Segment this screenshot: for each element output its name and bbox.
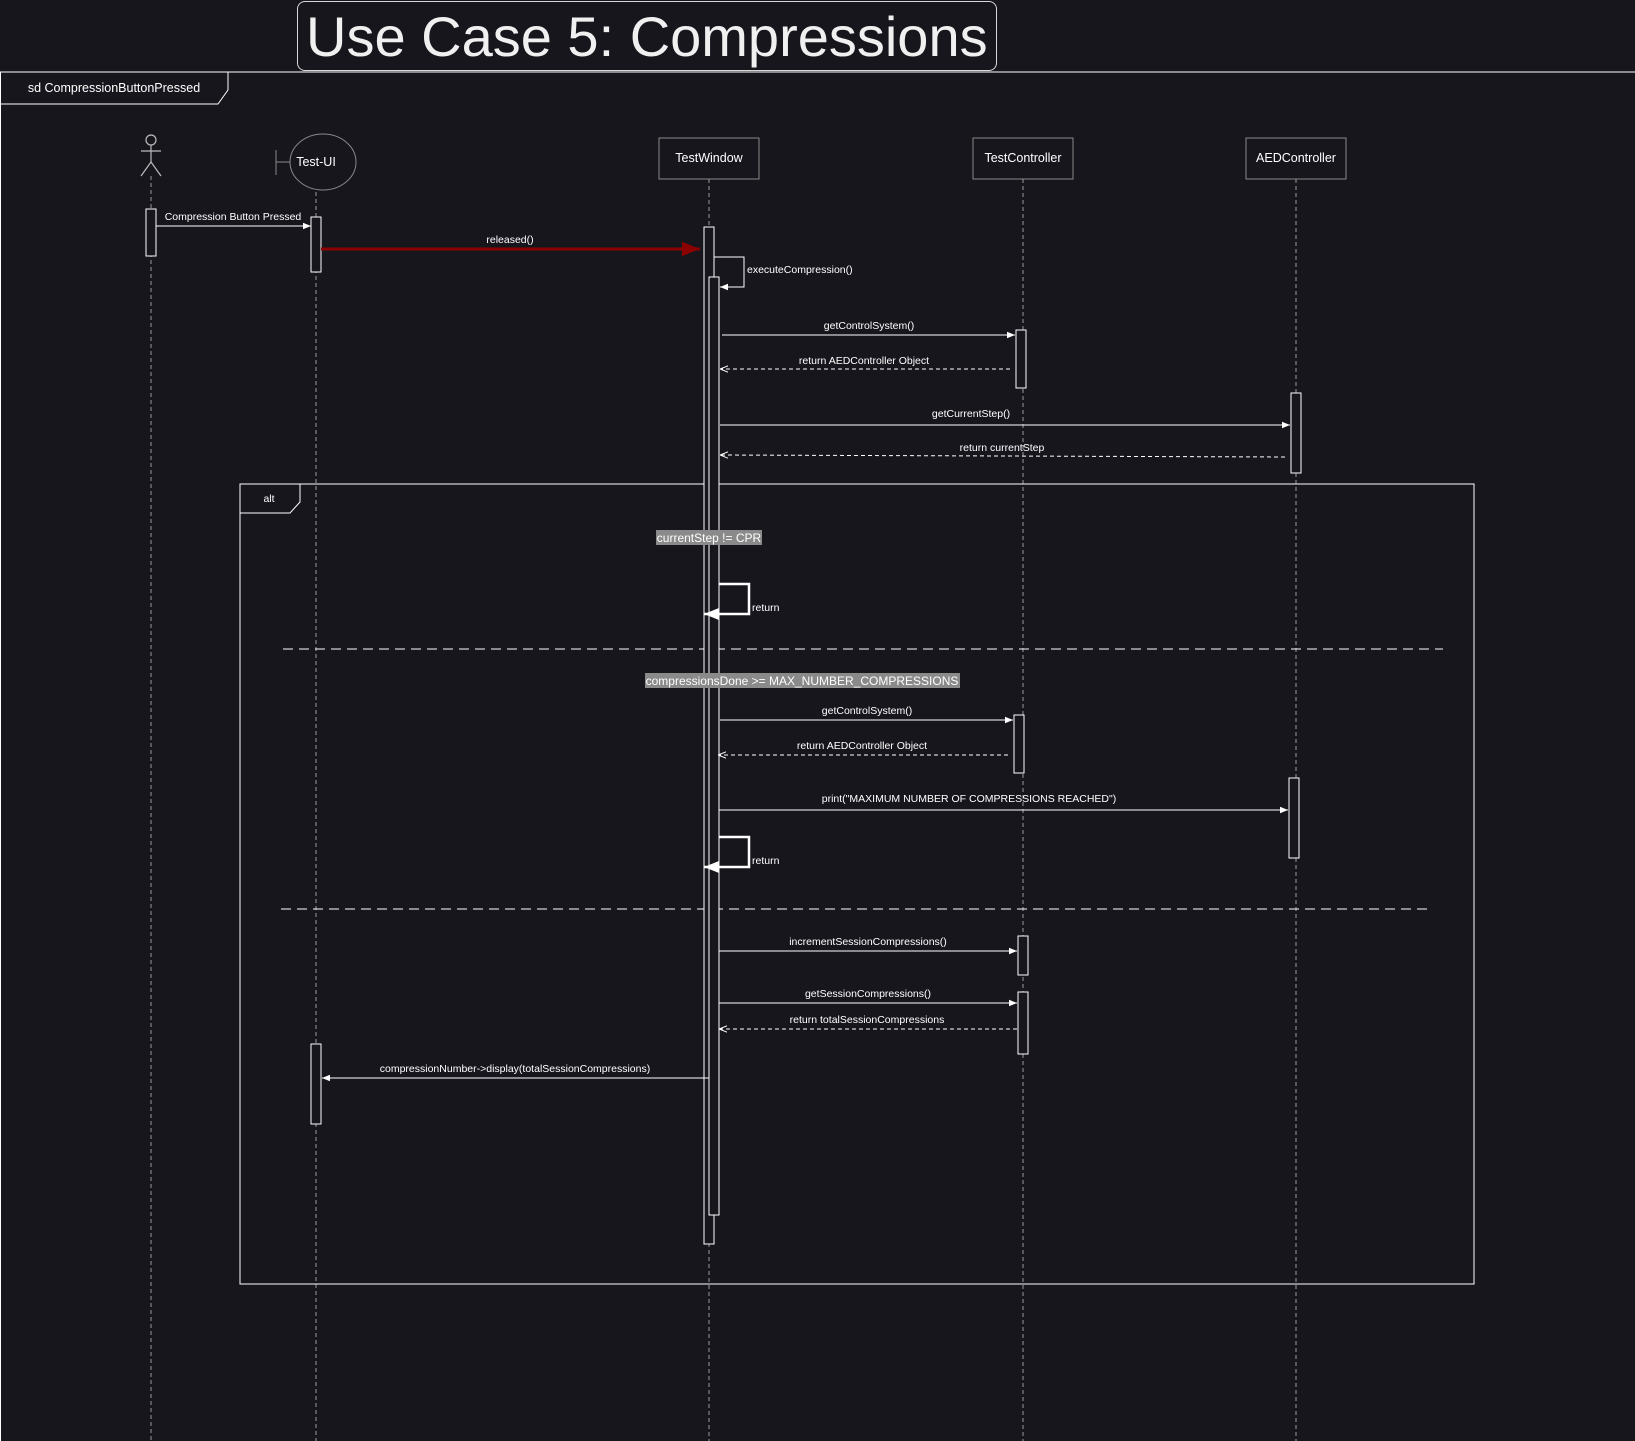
message-return-1: return — [704, 582, 780, 620]
participant-test-controller-label: TestController — [984, 151, 1061, 165]
participant-test-ui: Test-UI — [275, 133, 357, 191]
message-compression-pressed: Compression Button Pressed — [156, 211, 311, 230]
participant-test-window-label: TestWindow — [675, 151, 743, 165]
message-get-current-step-label: getCurrentStep() — [932, 408, 1010, 420]
message-execute-compression-label: executeCompression() — [747, 264, 853, 276]
guard-2-text: compressionsDone >= MAX_NUMBER_COMPRESSI… — [646, 674, 959, 688]
activation-test-controller-4 — [1017, 991, 1029, 1055]
message-released: released() — [321, 234, 700, 257]
activation-actor — [145, 208, 157, 257]
message-return-total-label: return totalSessionCompressions — [790, 1014, 945, 1026]
message-return-current-step: return currentStep — [720, 442, 1286, 457]
activation-test-controller-3 — [1017, 935, 1029, 976]
guard-1-text: currentStep != CPR — [657, 531, 762, 545]
message-compression-pressed-label: Compression Button Pressed — [165, 211, 302, 223]
participant-test-ui-label: Test-UI — [296, 155, 336, 169]
message-return-aed-object-2: return AEDController Object — [718, 740, 1008, 755]
activation-aed-controller-1 — [1290, 392, 1302, 474]
message-display: compressionNumber->display(totalSessionC… — [322, 1063, 709, 1082]
activation-test-ui-1 — [310, 216, 322, 273]
participant-aed-controller-label: AEDController — [1256, 151, 1336, 165]
message-display-label: compressionNumber->display(totalSessionC… — [380, 1063, 650, 1075]
guard-2: compressionsDone >= MAX_NUMBER_COMPRESSI… — [645, 673, 960, 688]
message-released-label: released() — [486, 234, 533, 246]
message-get-session: getSessionCompressions() — [719, 988, 1017, 1007]
participant-test-window: TestWindow — [658, 137, 760, 180]
activation-test-controller-2 — [1013, 714, 1025, 774]
sd-frame-label: sd CompressionButtonPressed — [28, 81, 200, 95]
page-title: Use Case 5: Compressions — [297, 1, 997, 71]
message-return-2-label: return — [752, 855, 780, 867]
message-increment-session: incrementSessionCompressions() — [719, 936, 1017, 955]
message-get-current-step: getCurrentStep() — [720, 408, 1290, 429]
participant-test-controller: TestController — [972, 137, 1074, 180]
message-get-control-system-1: getControlSystem() — [722, 320, 1015, 339]
message-get-control-system-1-label: getControlSystem() — [824, 320, 914, 332]
participant-aed-controller: AEDController — [1245, 137, 1347, 180]
actor-icon — [140, 134, 162, 177]
activation-test-window-inner — [708, 276, 720, 1216]
activations — [145, 208, 1302, 1245]
message-get-session-label: getSessionCompressions() — [805, 988, 931, 1000]
message-return-aed-object-1-label: return AEDController Object — [799, 355, 929, 367]
message-get-control-system-2-label: getControlSystem() — [822, 705, 912, 717]
message-print-max: print("MAXIMUM NUMBER OF COMPRESSIONS RE… — [719, 793, 1288, 814]
message-return-aed-object-2-label: return AEDController Object — [797, 740, 927, 752]
alt-fragment: alt — [239, 483, 1475, 1285]
sd-frame: sd CompressionButtonPressed — [0, 71, 1635, 1441]
alt-fragment-tab — [240, 483, 301, 514]
message-get-control-system-2: getControlSystem() — [720, 705, 1013, 724]
sd-frame-tab — [0, 71, 229, 105]
message-return-current-step-label: return currentStep — [960, 442, 1045, 454]
message-return-1-label: return — [752, 602, 780, 614]
alt-fragment-label: alt — [263, 493, 274, 505]
message-print-max-label: print("MAXIMUM NUMBER OF COMPRESSIONS RE… — [822, 793, 1116, 805]
guard-1: currentStep != CPR — [656, 530, 762, 545]
activation-test-ui-2 — [310, 1043, 322, 1125]
activation-aed-controller-2 — [1288, 777, 1300, 859]
message-return-total: return totalSessionCompressions — [719, 1014, 1017, 1029]
lifelines — [150, 176, 1297, 1441]
message-execute-compression: executeCompression() — [714, 256, 853, 291]
message-increment-session-label: incrementSessionCompressions() — [789, 936, 947, 948]
message-return-aed-object-1: return AEDController Object — [720, 355, 1010, 369]
activation-test-controller-1 — [1015, 329, 1027, 389]
message-return-2: return — [704, 835, 780, 873]
